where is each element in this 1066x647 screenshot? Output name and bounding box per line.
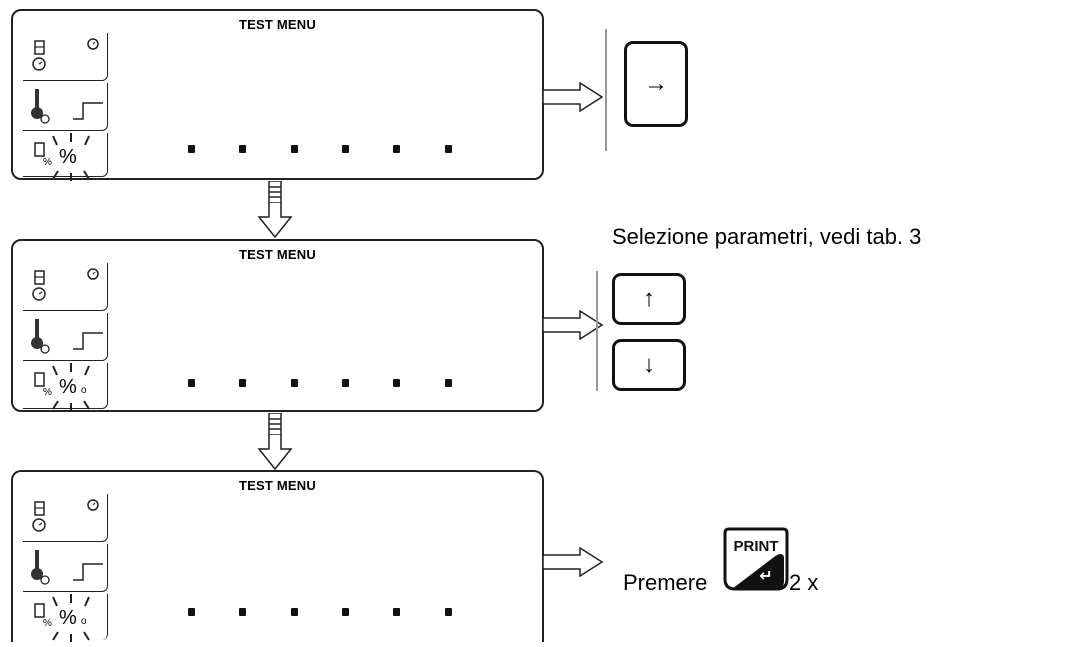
right-arrow-icon xyxy=(542,547,604,577)
dot xyxy=(291,608,298,616)
percent-weight-icon: % % xyxy=(23,133,108,181)
dot xyxy=(291,145,298,153)
right-arrow-glyph: → xyxy=(644,70,668,97)
svg-text:%: % xyxy=(43,387,52,398)
dot xyxy=(393,608,400,616)
temperature-step-icon xyxy=(23,544,108,592)
print-key-button[interactable]: PRINT ↵ xyxy=(722,527,790,591)
dot xyxy=(445,608,452,616)
right-arrow-icon xyxy=(542,82,604,112)
up-arrow-glyph: ↑ xyxy=(643,285,655,312)
down-arrow-glyph: ↓ xyxy=(643,351,655,378)
dot xyxy=(445,379,452,387)
press-caption-suffix: 2 x xyxy=(789,570,819,595)
separator-line xyxy=(596,271,598,391)
select-params-caption: Selezione parametri, vedi tab. 3 xyxy=(612,224,922,249)
down-key-button[interactable]: ↓ xyxy=(612,339,686,391)
panel-title: TEST MENU xyxy=(239,478,316,493)
icon-column: % % o xyxy=(13,472,123,642)
icon-column: % % xyxy=(13,11,123,181)
dot xyxy=(188,608,195,616)
dot xyxy=(188,145,195,153)
right-key-button[interactable]: → xyxy=(624,41,688,127)
svg-text:%: % xyxy=(59,376,77,398)
svg-text:%: % xyxy=(59,607,77,629)
dot xyxy=(291,379,298,387)
down-arrow-icon xyxy=(257,181,293,239)
dot xyxy=(342,145,349,153)
enter-icon: ↵ xyxy=(759,566,772,585)
dot xyxy=(239,145,246,153)
dot xyxy=(393,145,400,153)
dot xyxy=(239,379,246,387)
press-caption-prefix: Premere xyxy=(623,570,708,595)
value-placeholder-dots xyxy=(188,608,478,618)
right-arrow-icon xyxy=(542,310,604,340)
svg-text:%: % xyxy=(59,146,77,168)
print-label: PRINT xyxy=(734,538,779,555)
dot xyxy=(188,379,195,387)
display-panel-3: TEST MENU % % xyxy=(11,470,544,642)
calibration-timer-icon xyxy=(23,33,108,81)
calibration-timer-icon xyxy=(23,263,108,311)
dot xyxy=(342,608,349,616)
svg-text:o: o xyxy=(81,616,87,627)
dot xyxy=(393,379,400,387)
temperature-step-icon xyxy=(23,83,108,131)
display-panel-1: TEST MENU % xyxy=(11,9,544,181)
icon-column: % % o xyxy=(13,241,123,411)
dot xyxy=(342,379,349,387)
down-arrow-icon xyxy=(257,413,293,471)
display-panel-2: TEST MENU % % xyxy=(11,239,544,412)
value-placeholder-dots xyxy=(188,379,478,389)
panel-title: TEST MENU xyxy=(239,247,316,262)
percent-weight-icon: % % o xyxy=(23,594,108,642)
separator-line xyxy=(605,29,607,151)
calibration-timer-icon xyxy=(23,494,108,542)
dot xyxy=(445,145,452,153)
svg-text:o: o xyxy=(81,385,87,396)
dot xyxy=(239,608,246,616)
value-placeholder-dots xyxy=(188,145,478,155)
up-key-button[interactable]: ↑ xyxy=(612,273,686,325)
percent-weight-icon: % % o xyxy=(23,363,108,411)
temperature-step-icon xyxy=(23,313,108,361)
panel-title: TEST MENU xyxy=(239,17,316,32)
svg-text:%: % xyxy=(43,618,52,629)
svg-text:%: % xyxy=(43,157,52,168)
